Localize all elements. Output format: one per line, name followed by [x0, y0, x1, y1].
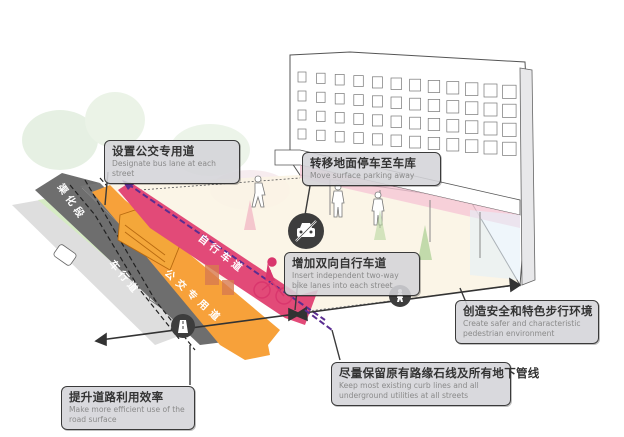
no-car-glyph [295, 220, 317, 242]
callout-pedestrian-title: 创造安全和特色步行环境 [463, 304, 593, 318]
building-window [334, 112, 345, 124]
building-window [409, 135, 421, 149]
building-window [316, 110, 326, 122]
building-window [483, 102, 498, 117]
building-window [334, 131, 345, 143]
building-window [353, 113, 364, 125]
callout-bike-lane-subtitle: Insert independent two-way bike lanes in… [292, 271, 399, 290]
building-window [409, 78, 421, 92]
callout-bike-lane-title: 增加双向自行车道 [292, 256, 387, 270]
building-window [372, 133, 383, 146]
callout-pedestrian: 创造安全和特色步行环境 Create safer and characteris… [455, 300, 599, 344]
building-window [502, 103, 517, 118]
building-window [316, 91, 326, 103]
building-windows [297, 71, 517, 156]
building-window [390, 134, 402, 147]
building-window [427, 99, 441, 112]
building-window [334, 74, 345, 86]
building-window [446, 119, 460, 133]
building-window [372, 95, 383, 108]
plaza-trees [244, 200, 432, 260]
building-window [446, 138, 460, 152]
building-window [409, 97, 421, 111]
building-window [316, 72, 326, 84]
building-window [502, 122, 517, 137]
building-window [353, 94, 364, 106]
curb-extension [304, 309, 333, 331]
callout-curb-title: 尽量保留原有路缘石线及所有地下管线 [339, 366, 540, 380]
building-window [427, 118, 441, 131]
callout-bus-lane-subtitle: Designate bus lane at each street [112, 159, 216, 178]
callout-parking-subtitle: Move surface parking away [310, 171, 415, 180]
building-window [465, 139, 479, 153]
building-window [465, 82, 479, 96]
building-window [483, 121, 498, 136]
callout-pedestrian-subtitle: Create safer and characteristic pedestri… [463, 319, 581, 338]
planters [205, 265, 234, 295]
building-window [483, 140, 498, 155]
building-window [427, 137, 441, 150]
cyclist [253, 257, 293, 305]
building-window [502, 84, 517, 99]
road-icon [171, 314, 195, 338]
callout-curb: 尽量保留原有路缘石线及所有地下管线 Keep most existing cur… [331, 362, 540, 406]
building-window [409, 116, 421, 130]
callout-bus-lane-title: 设置公交专用道 [112, 144, 195, 158]
building-window [390, 115, 402, 128]
lane-dash-line [69, 184, 181, 341]
building-window [465, 120, 479, 134]
building-window [446, 100, 460, 114]
bus [117, 209, 181, 271]
building-window [427, 80, 441, 93]
building-window [297, 71, 307, 83]
callout-road-efficiency-title: 提升道路利用效率 [69, 390, 164, 404]
building-window [390, 77, 402, 90]
callout-parking: 转移地面停车至车库 Move surface parking away [302, 152, 441, 186]
building-window [334, 93, 345, 105]
callout-curb-subtitle: Keep most existing curb lines and all un… [339, 381, 479, 400]
building-window [446, 81, 460, 95]
building-window [372, 114, 383, 127]
building-window [297, 128, 307, 140]
building-window [502, 141, 517, 156]
building-window [297, 109, 307, 121]
left-sidewalk [12, 200, 195, 345]
callout-bike-lane: 增加双向自行车道 Insert independent two-way bike… [284, 252, 420, 296]
callout-road-efficiency: 提升道路利用效率 Make more efficient use of the … [61, 386, 195, 430]
callout-parking-title: 转移地面停车至车库 [310, 156, 417, 170]
building-window [390, 96, 402, 109]
building-window [483, 83, 498, 98]
callout-bus-lane: 设置公交专用道 Designate bus lane at each stree… [104, 140, 240, 184]
building-window [353, 132, 364, 144]
bike-lane [118, 182, 318, 325]
building-window [372, 76, 383, 89]
building-window [297, 90, 307, 102]
building-window [316, 129, 326, 141]
no-car-icon [288, 213, 324, 249]
callout-pointers [104, 171, 471, 385]
road-glyph [178, 320, 188, 333]
building-window [353, 75, 364, 87]
building-window [465, 101, 479, 115]
plaza-edge [139, 177, 301, 191]
callout-road-efficiency-subtitle: Make more efficient use of the road surf… [69, 405, 185, 424]
